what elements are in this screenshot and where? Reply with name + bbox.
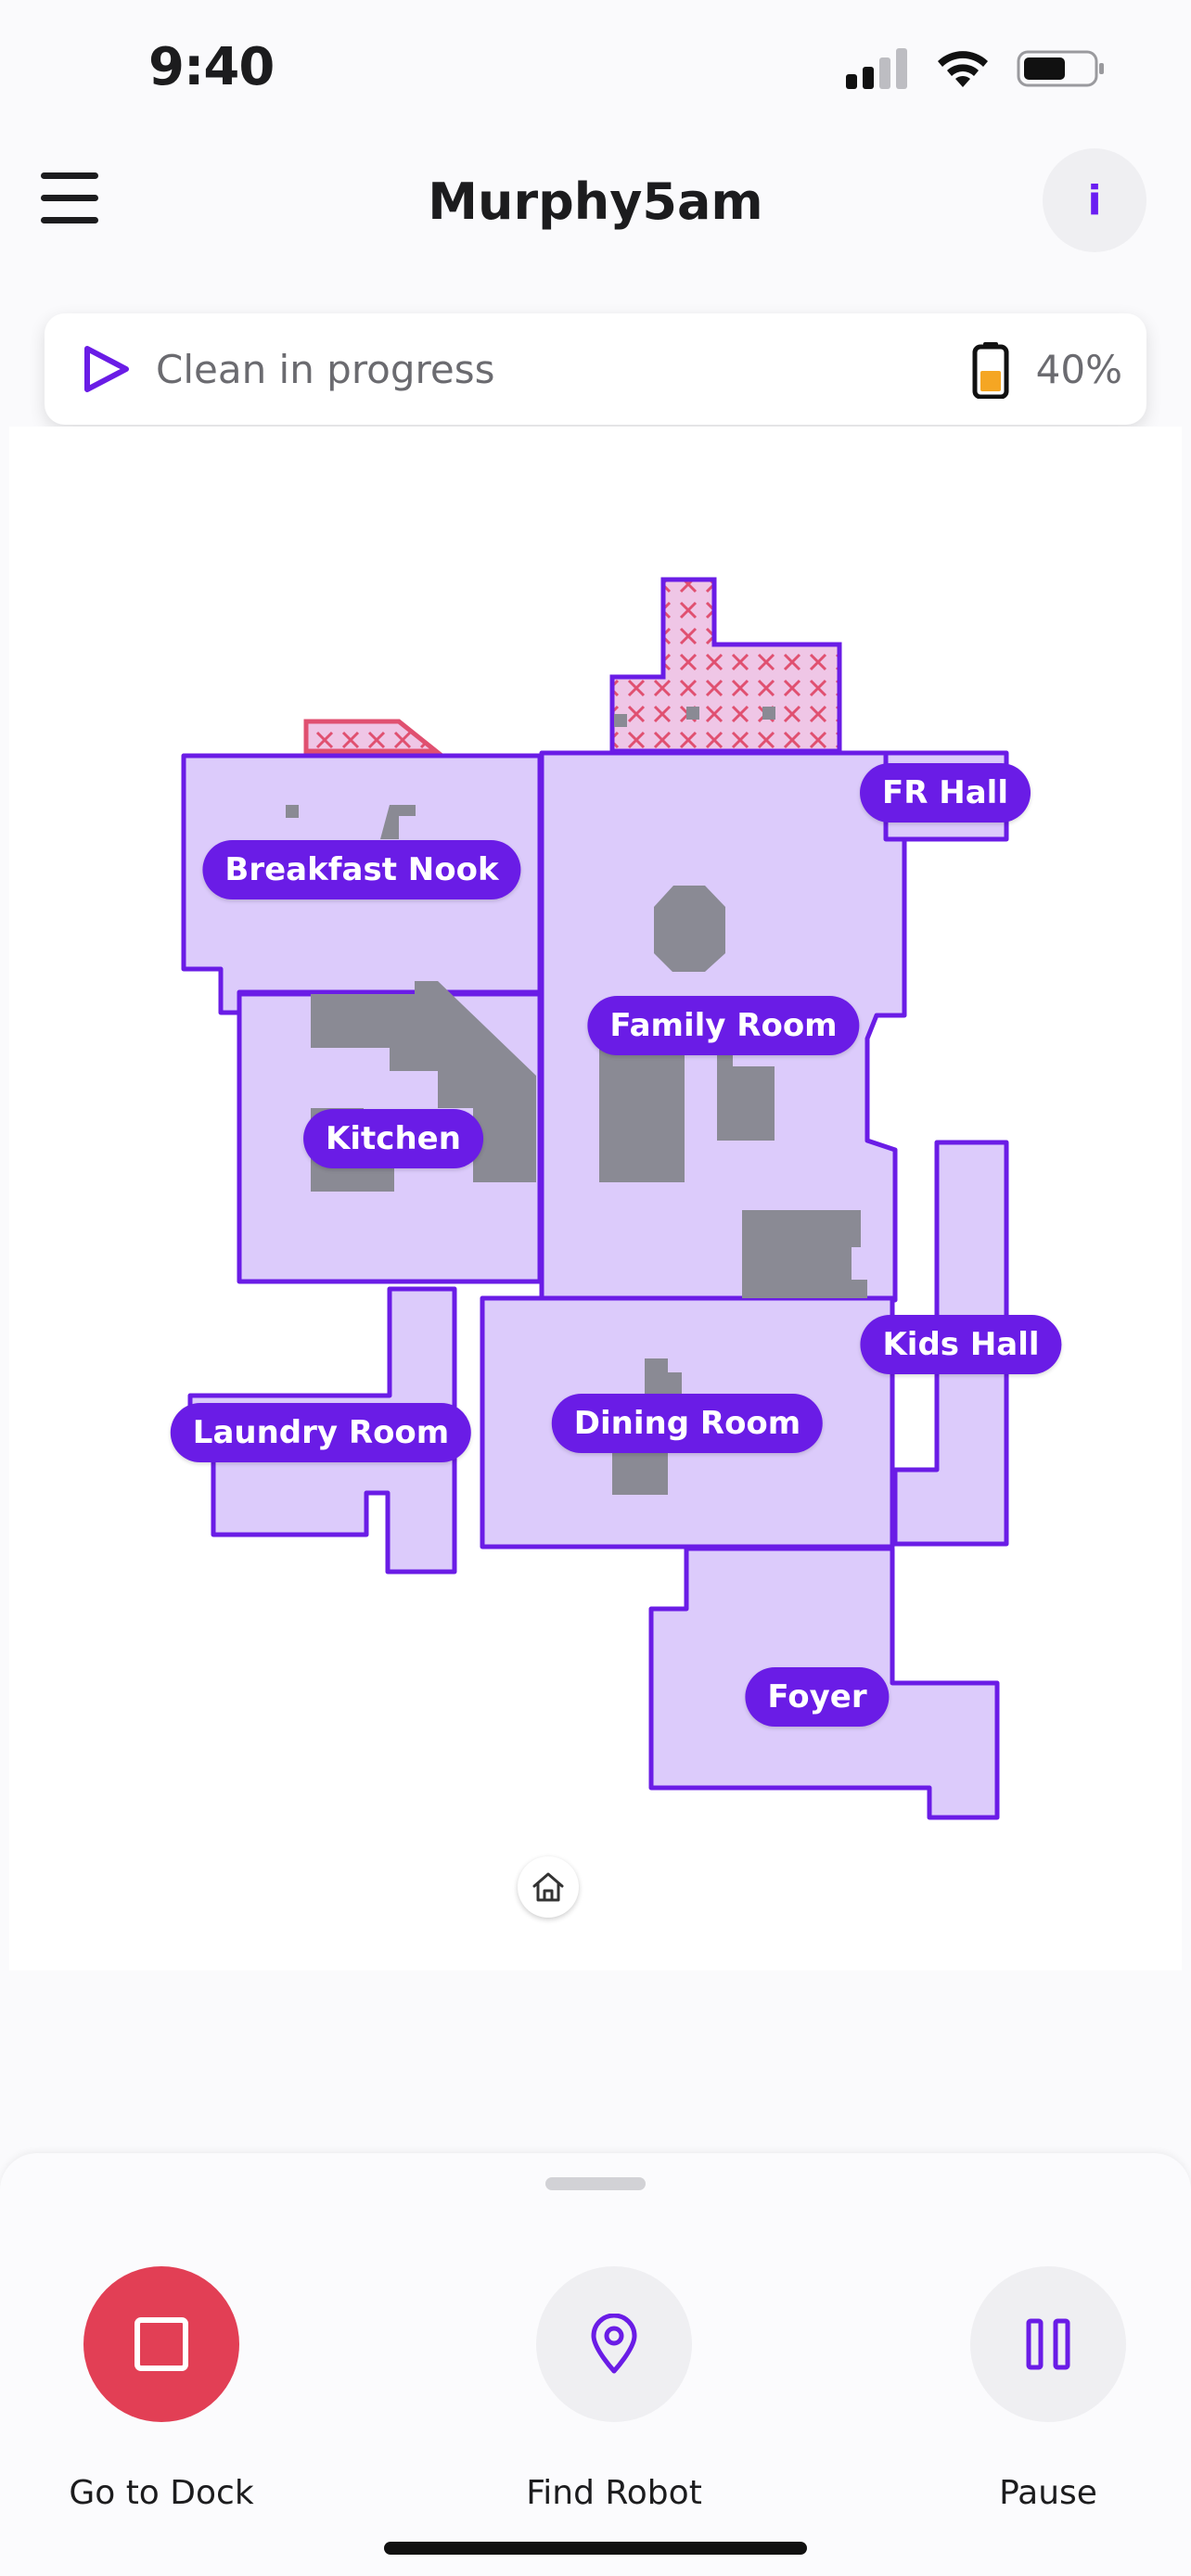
go-to-dock-action[interactable]: Go to Dock <box>50 2266 273 2512</box>
pause-action[interactable]: Pause <box>937 2266 1159 2512</box>
obstacle <box>742 1210 867 1298</box>
clean-status-text: Clean in progress <box>156 347 495 392</box>
info-button[interactable]: i <box>1043 148 1146 252</box>
cellular-signal-icon <box>846 48 907 89</box>
status-time: 9:40 <box>148 37 275 97</box>
go-to-dock-label: Go to Dock <box>69 2474 254 2512</box>
stop-square-icon <box>134 2317 188 2371</box>
room-label-laundry-room[interactable]: Laundry Room <box>170 1403 472 1462</box>
home-dock-icon <box>532 1872 564 1902</box>
battery-percent: 40% <box>1035 347 1122 392</box>
battery-status-icon <box>1017 50 1104 87</box>
go-to-dock-button[interactable] <box>83 2266 239 2422</box>
hamburger-menu-icon[interactable] <box>41 172 106 224</box>
location-pin-icon <box>591 2314 637 2374</box>
battery-icon <box>972 342 1009 399</box>
dock-marker[interactable] <box>518 1856 579 1918</box>
room-label-foyer[interactable]: Foyer <box>745 1667 890 1727</box>
sheet-handle[interactable] <box>545 2177 646 2190</box>
room-label-dining-room[interactable]: Dining Room <box>551 1394 824 1453</box>
floor-map[interactable]: Breakfast Nook FR Hall Family Room Kitch… <box>9 427 1182 1970</box>
obstacle <box>599 1048 685 1182</box>
obstacle <box>654 886 725 972</box>
status-icons <box>846 48 1106 89</box>
pause-icon <box>1026 2318 1070 2370</box>
info-icon: i <box>1087 176 1102 224</box>
obstacle <box>717 1052 775 1141</box>
find-robot-label: Find Robot <box>526 2474 702 2512</box>
page-title: Murphy5am <box>428 172 763 231</box>
room-label-fr-hall[interactable]: FR Hall <box>860 763 1031 823</box>
room-label-family-room[interactable]: Family Room <box>587 996 860 1055</box>
bottom-sheet: Go to Dock Find Robot Pause <box>0 2153 1191 2576</box>
room-label-kitchen[interactable]: Kitchen <box>303 1109 483 1168</box>
obstacle <box>286 805 299 818</box>
wifi-icon <box>938 51 988 87</box>
obstacle <box>380 805 416 839</box>
pause-label: Pause <box>999 2474 1097 2512</box>
play-icon <box>84 346 129 392</box>
room-label-breakfast-nook[interactable]: Breakfast Nook <box>202 840 521 899</box>
no-go-zone <box>303 719 443 754</box>
home-indicator[interactable] <box>384 2542 807 2555</box>
find-robot-action[interactable]: Find Robot <box>503 2266 725 2512</box>
status-card[interactable]: Clean in progress 40% <box>45 313 1146 425</box>
room-label-kids-hall[interactable]: Kids Hall <box>860 1315 1062 1374</box>
pause-button[interactable] <box>970 2266 1126 2422</box>
floor-map-svg <box>181 577 1009 1820</box>
no-go-zone <box>609 577 842 754</box>
find-robot-button[interactable] <box>536 2266 692 2422</box>
